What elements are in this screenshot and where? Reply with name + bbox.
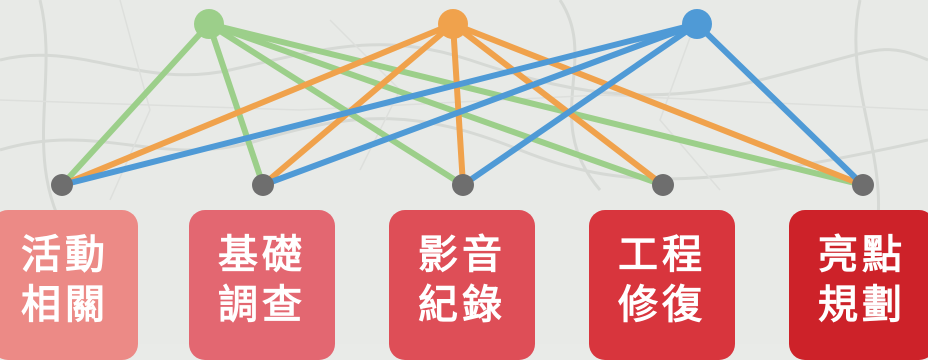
- links-layer: [59, 21, 866, 188]
- category-4-line1: 工程: [618, 232, 706, 278]
- green-link-to-category-3: [206, 21, 466, 188]
- blue-top-node: [682, 9, 712, 39]
- category-card-1: 活動 相關: [0, 210, 138, 360]
- category-card-5: 亮點 規劃: [789, 210, 928, 360]
- connection-network: [51, 9, 874, 196]
- blue-link-to-category-5: [694, 21, 866, 188]
- category-5-line1: 亮點: [818, 232, 906, 278]
- category-2-line2: 調查: [218, 282, 306, 328]
- green-link-to-category-1: [59, 21, 212, 188]
- orange-link-to-category-2: [260, 21, 456, 188]
- orange-top-node: [438, 9, 468, 39]
- category-3-line2: 紀錄: [418, 282, 506, 328]
- bottom-node-4: [652, 174, 674, 196]
- green-link-to-category-2: [206, 21, 266, 188]
- category-1-line1: 活動: [21, 232, 109, 278]
- category-4-line2: 修復: [618, 282, 706, 328]
- blue-link-to-category-1: [59, 21, 700, 188]
- category-5-line2: 規劃: [818, 282, 906, 328]
- category-1-line2: 相關: [21, 282, 109, 328]
- category-card-2: 基礎 調查: [189, 210, 335, 360]
- blue-link-to-category-3: [460, 21, 700, 188]
- category-3-line1: 影音: [418, 232, 506, 278]
- orange-link-to-category-4: [450, 21, 666, 188]
- green-link-to-category-4: [206, 21, 666, 188]
- bottom-node-3: [452, 174, 474, 196]
- orange-link-to-category-1: [59, 21, 456, 188]
- bottom-node-2: [252, 174, 274, 196]
- orange-link-to-category-5: [450, 21, 866, 188]
- orange-link-to-category-3: [450, 21, 466, 188]
- blue-link-to-category-2: [260, 21, 700, 188]
- bottom-node-5: [852, 174, 874, 196]
- category-card-4: 工程 修復: [589, 210, 735, 360]
- nodes-layer: [51, 9, 874, 196]
- category-2-line1: 基礎: [218, 232, 306, 278]
- green-link-to-category-5: [206, 21, 866, 188]
- green-top-node: [194, 9, 224, 39]
- bottom-node-1: [51, 174, 73, 196]
- category-card-3: 影音 紀錄: [389, 210, 535, 360]
